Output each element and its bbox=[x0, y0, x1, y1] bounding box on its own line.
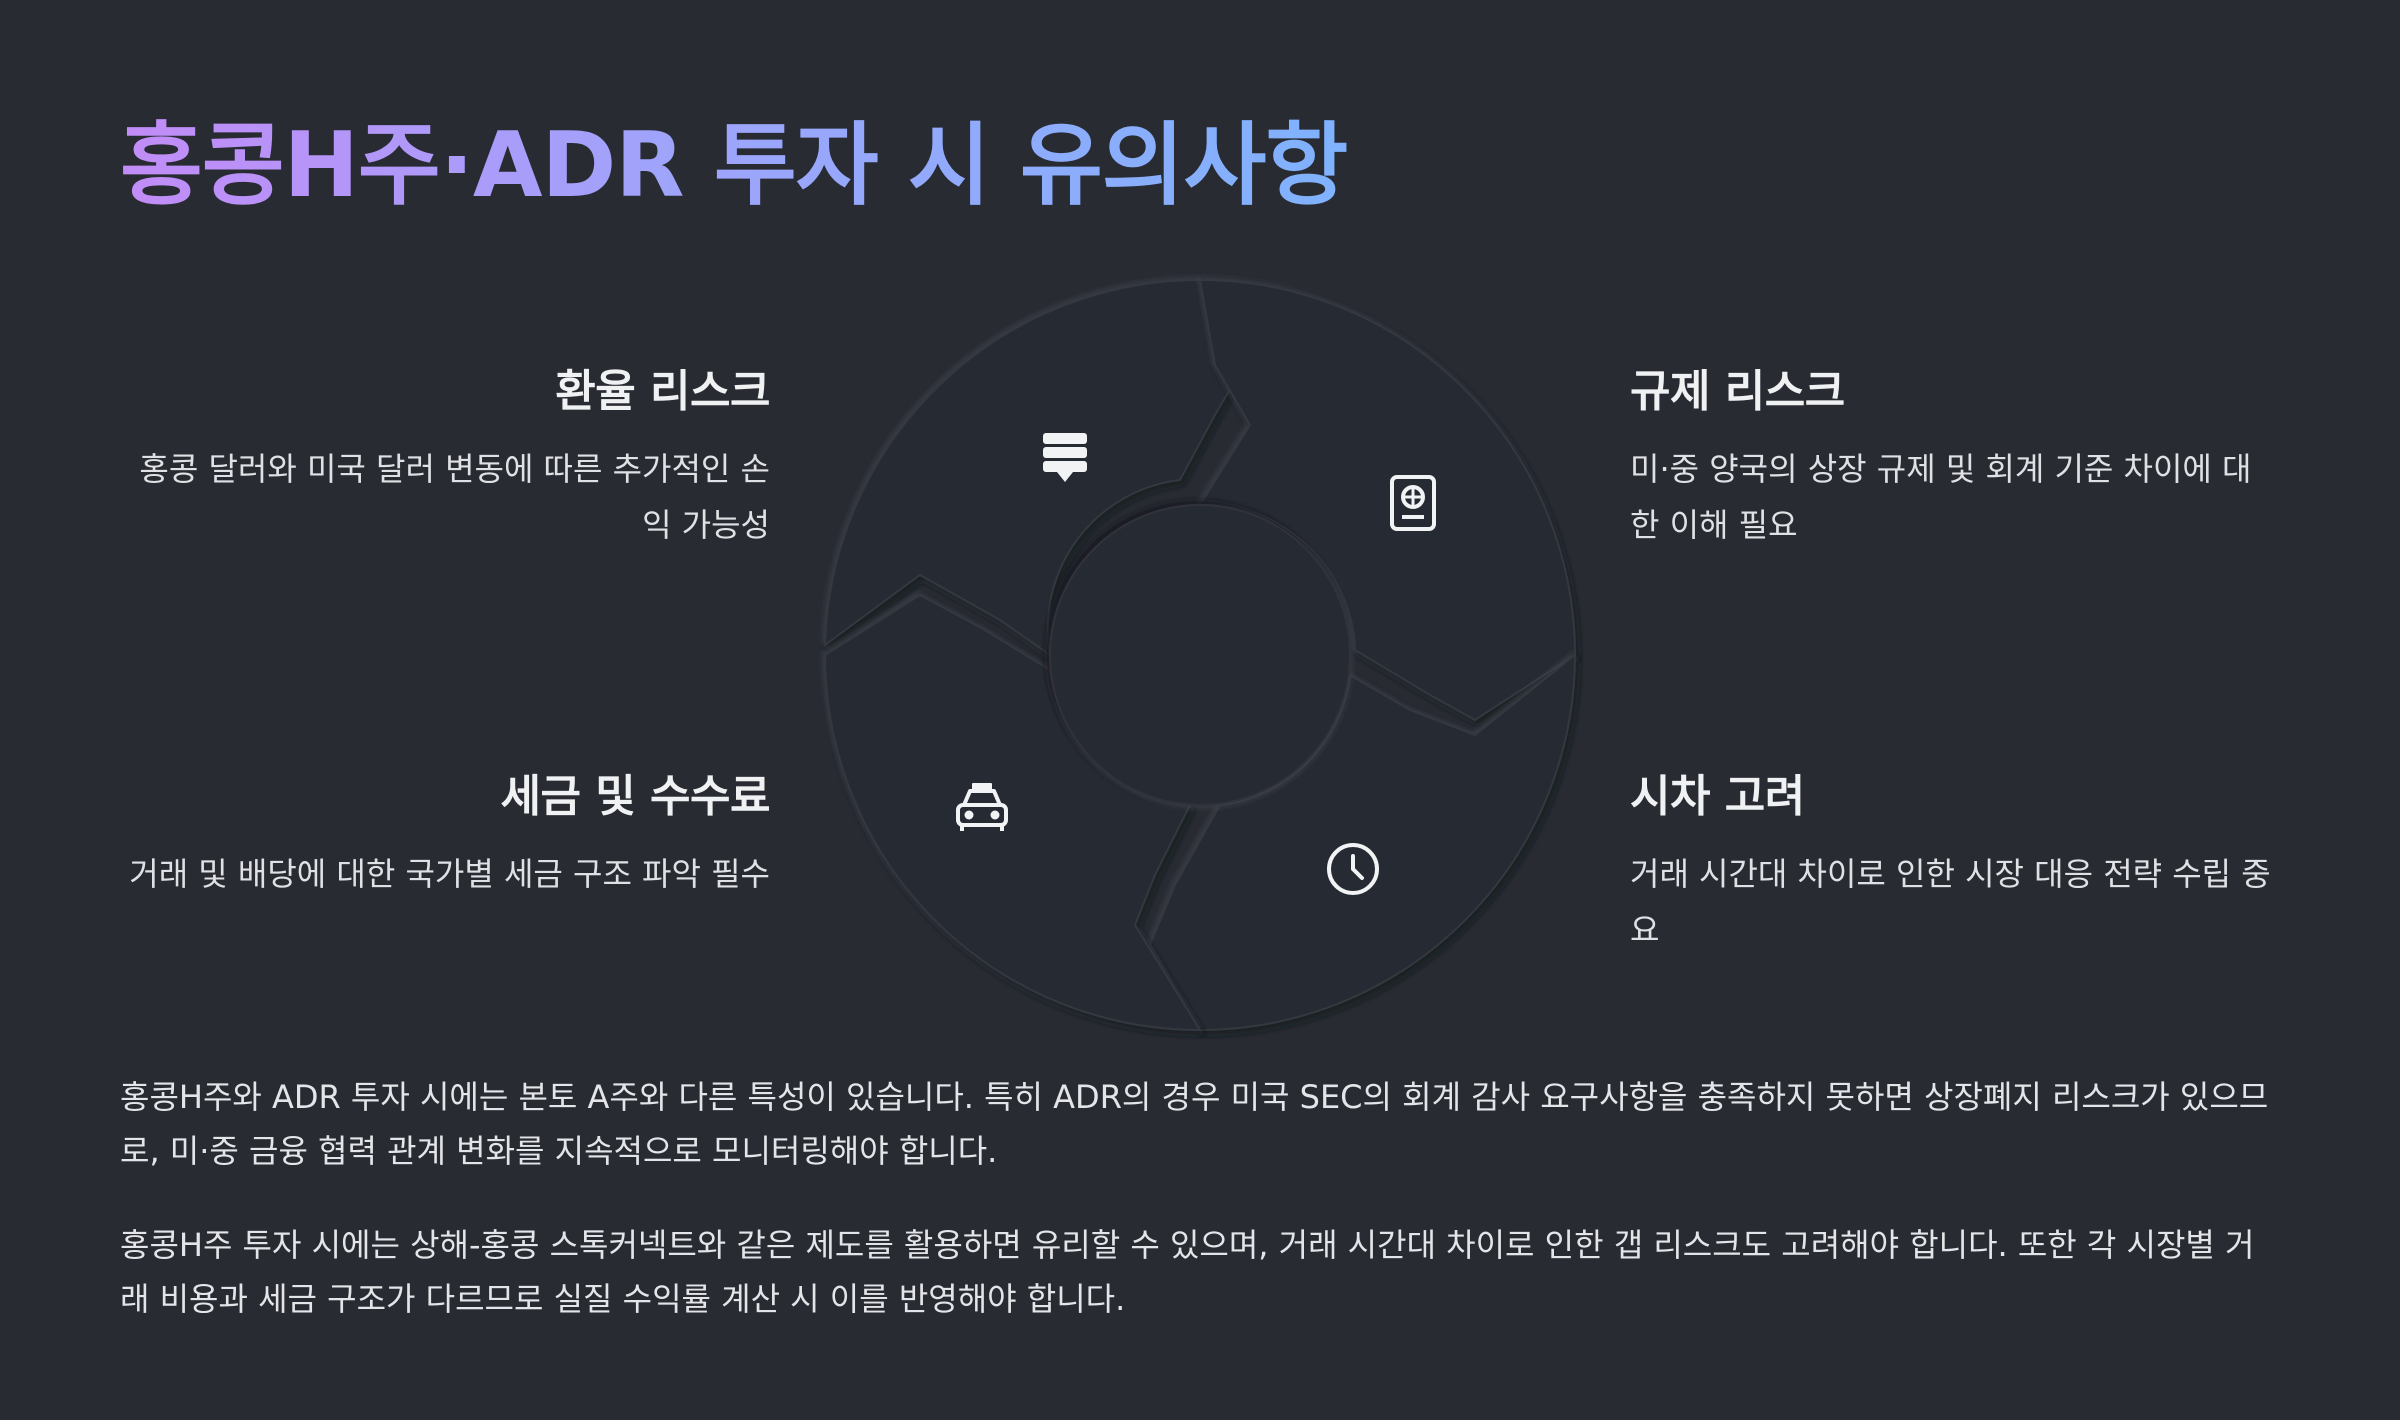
risk-item-time-difference: 시차 고려 거래 시간대 차이로 인한 시장 대응 전략 수립 중요 bbox=[1630, 760, 2280, 958]
risk-item-tax-fees: 세금 및 수수료 거래 및 배당에 대한 국가별 세금 구조 파악 필수 bbox=[120, 760, 770, 902]
clock-icon bbox=[1327, 843, 1379, 895]
risk-item-heading: 규제 리스크 bbox=[1630, 366, 1845, 417]
risk-item-heading: 환율 리스크 bbox=[555, 366, 770, 417]
cycle-segment-top-right bbox=[1198, 278, 1577, 722]
risk-item-description: 미·중 양국의 상장 규제 및 회계 기준 차이에 대한 이해 필요 bbox=[1630, 450, 2252, 544]
risk-item-exchange-rate: 환율 리스크 홍콩 달러와 미국 달러 변동에 따른 추가적인 손익 가능성 bbox=[120, 355, 770, 553]
risk-item-description: 홍콩 달러와 미국 달러 변동에 따른 추가적인 손익 가능성 bbox=[139, 450, 770, 544]
cycle-segment-bottom-right bbox=[1148, 652, 1577, 1032]
cycle-segments bbox=[823, 278, 1577, 1032]
summary-paragraph: 홍콩H주 투자 시에는 상해-홍콩 스톡커넥트와 같은 제도를 활용하면 유리할… bbox=[120, 1226, 2255, 1318]
cycle-diagram bbox=[823, 278, 1577, 1032]
passport-icon bbox=[1390, 475, 1436, 531]
risk-item-heading: 세금 및 수수료 bbox=[500, 771, 770, 822]
risk-item-heading: 시차 고려 bbox=[1630, 771, 1805, 822]
cycle-center-hole bbox=[1049, 504, 1351, 806]
notes-icon bbox=[1043, 433, 1087, 482]
risk-item-description: 거래 및 배당에 대한 국가별 세금 구조 파악 필수 bbox=[129, 855, 770, 893]
page-title: 홍콩H주·ADR 투자 시 유의사항 bbox=[120, 92, 1348, 222]
taxi-icon bbox=[956, 783, 1008, 831]
risk-item-regulation: 규제 리스크 미·중 양국의 상장 규제 및 회계 기준 차이에 대한 이해 필… bbox=[1630, 355, 2280, 553]
risk-item-description: 거래 시간대 차이로 인한 시장 대응 전략 수립 중요 bbox=[1630, 855, 2271, 949]
summary-paragraph: 홍콩H주와 ADR 투자 시에는 본토 A주와 다른 특성이 있습니다. 특히 … bbox=[120, 1078, 2269, 1170]
cycle-segment-top-left bbox=[823, 278, 1252, 658]
